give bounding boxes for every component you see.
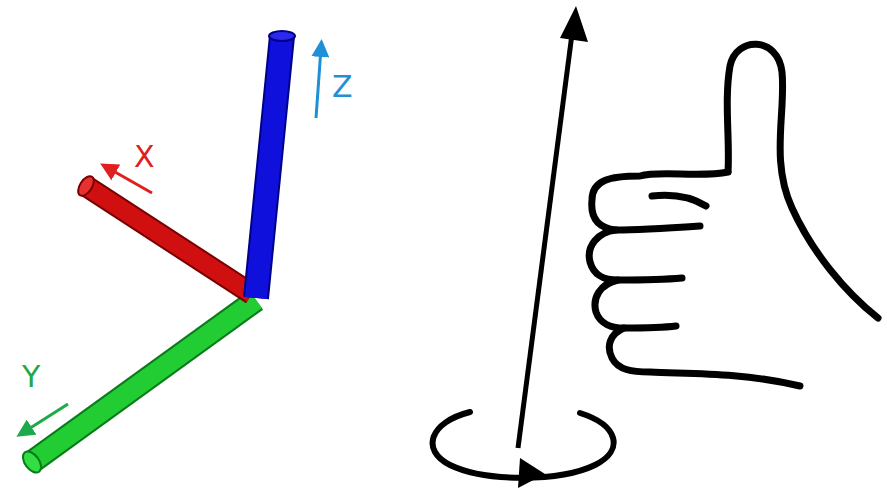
z-axis-label: Z [332,72,353,102]
x-axis-rod [75,174,252,294]
z-direction-arrow [316,48,321,118]
z-axis-rod [256,31,295,298]
rotation-curl-arrow [433,412,614,488]
thumbs-up-hand [589,44,878,386]
y-direction-arrow [24,404,68,432]
y-axis-label: Y [22,362,40,392]
y-axis-rod [19,300,256,476]
x-axis-label: X [134,142,155,172]
rotation-axis-arrow [518,6,588,448]
